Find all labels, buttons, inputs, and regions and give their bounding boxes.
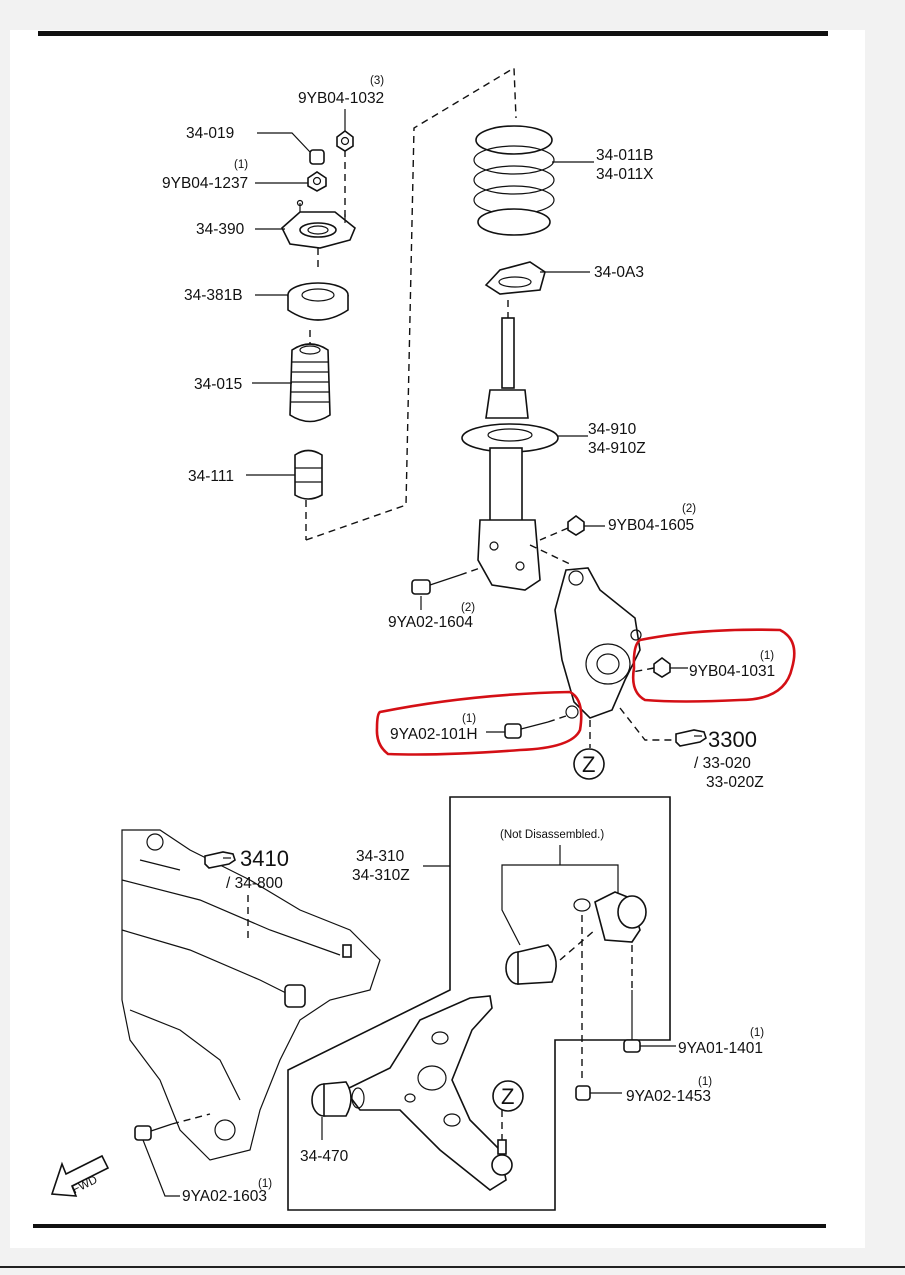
coil-spring-34-011: [473, 125, 555, 236]
z-marker-top: Z: [582, 752, 595, 777]
label-34-011b: 34-011B: [596, 147, 653, 164]
label-9ya02-101h: 9YA02-101H: [390, 726, 478, 743]
ref-3300-line1: / 33-020: [694, 755, 751, 772]
strut-assembly-34-910: [461, 317, 559, 591]
bolt-9ya02-1453: [575, 1085, 591, 1101]
label-9ya02-1603: 9YA02-1603: [182, 1188, 267, 1205]
label-34-470: 34-470: [300, 1148, 349, 1165]
label-9ya02-1604: 9YA02-1604: [388, 614, 473, 631]
bolt-1603-axis: [171, 1113, 211, 1125]
qty-9yb04-1032: (3): [370, 75, 384, 87]
bumper-34-111: [294, 449, 323, 500]
ref-3410-line1: / 34-800: [226, 875, 283, 892]
label-9ya01-1401: 9YA01-1401: [678, 1040, 763, 1057]
hand-pointer-icon: [204, 851, 236, 869]
front-bushing-34-310: [505, 944, 557, 985]
bottom-rule: [33, 1224, 826, 1228]
assembly-connector: [305, 66, 517, 541]
bushing-bracket: [573, 891, 647, 943]
nut-9yb04-1237: [307, 171, 327, 192]
bracket-axis-1: [559, 929, 596, 961]
hand-pointer-icon: [675, 729, 707, 747]
fwd-arrow-icon: [50, 1154, 110, 1197]
lower-arm-frame: [287, 796, 671, 1211]
qty-9yb04-1031: (1): [760, 650, 774, 662]
label-34-390: 34-390: [196, 221, 245, 238]
rear-bushing-34-470: [311, 1081, 365, 1117]
steering-knuckle-3300: [554, 567, 642, 719]
mount-34-390: [281, 199, 356, 249]
label-34-0a3: 34-0A3: [594, 264, 644, 281]
label-34-381b: 34-381B: [184, 287, 243, 304]
bearing-34-381b: [287, 282, 349, 321]
ref-3410: 3410 / 34-800: [204, 846, 289, 892]
ref-3410-number: 3410: [240, 846, 289, 871]
qty-9ya02-101h: (1): [462, 713, 476, 725]
subframe-3410: [121, 829, 381, 1161]
z-marker-bottom: Z: [501, 1084, 514, 1109]
nut-9yb04-1031: [653, 657, 671, 678]
bolt-9ya02-1604: [411, 574, 461, 595]
page-edge-line: [0, 1266, 905, 1268]
top-nut-9yb04-1032: [336, 130, 354, 152]
nut-1605-axis: [539, 527, 569, 541]
not-disassembled-note: (Not Disassembled.): [500, 829, 604, 841]
z-circle-icon: Z: [492, 1080, 524, 1112]
label-34-310z: 34-310Z: [352, 867, 410, 884]
bolt-1604-axis: [459, 567, 481, 576]
qty-9ya02-1604: (2): [461, 602, 475, 614]
leader-lines: [142, 109, 688, 1197]
bolt-9ya02-1603: [134, 1123, 173, 1141]
label-34-015: 34-015: [194, 376, 242, 393]
ref-3300-axis: [619, 707, 676, 741]
label-34-310: 34-310: [356, 848, 405, 865]
qty-9yb04-1237: (1): [234, 159, 248, 171]
ref-3300-number: 3300: [708, 727, 757, 752]
not-disassembled-bracket: [501, 864, 619, 946]
spring-seat-34-0a3: [484, 261, 546, 295]
label-34-019: 34-019: [186, 125, 234, 142]
label-34-910: 34-910: [588, 421, 637, 438]
label-9yb04-1032: 9YB04-1032: [298, 90, 384, 107]
highlight-9yb04-1031: [631, 628, 796, 703]
top-rule: [38, 31, 828, 36]
lower-control-arm: [343, 995, 507, 1191]
label-34-910z: 34-910Z: [588, 440, 646, 457]
nut-1031-axis: [631, 667, 655, 673]
label-34-111: 34-111: [188, 468, 234, 485]
label-34-011x: 34-011X: [596, 166, 654, 183]
z-circle-icon: Z: [573, 748, 605, 780]
cap-34-019: [309, 149, 325, 165]
ref-3300: 3300 / 33-020 33-020Z: [675, 727, 764, 791]
highlight-9ya02-101h: [375, 690, 583, 756]
bolt-9ya01-1401: [623, 990, 641, 1053]
ref-3300-line2: 33-020Z: [706, 774, 764, 791]
qty-9ya01-1401: (1): [750, 1027, 764, 1039]
knuckle-axis: [529, 544, 573, 566]
label-9yb04-1605: 9YB04-1605: [608, 517, 694, 534]
bolt-9ya02-101h: [504, 721, 549, 739]
label-9yb04-1031: 9YB04-1031: [689, 663, 775, 680]
qty-9ya02-1453: (1): [698, 1076, 712, 1088]
part-labels: (3) 9YB04-1032 34-019 (1) 9YB04-1237 34-…: [71, 75, 776, 1205]
label-9ya02-1453: 9YA02-1453: [626, 1088, 711, 1105]
qty-9ya02-1603: (1): [258, 1178, 272, 1190]
bolt-101h-axis: [547, 715, 567, 723]
nut-9yb04-1605: [567, 515, 585, 536]
qty-9yb04-1605: (2): [682, 503, 696, 515]
boot-34-015: [289, 343, 331, 423]
label-9yb04-1237: 9YB04-1237: [162, 175, 248, 192]
